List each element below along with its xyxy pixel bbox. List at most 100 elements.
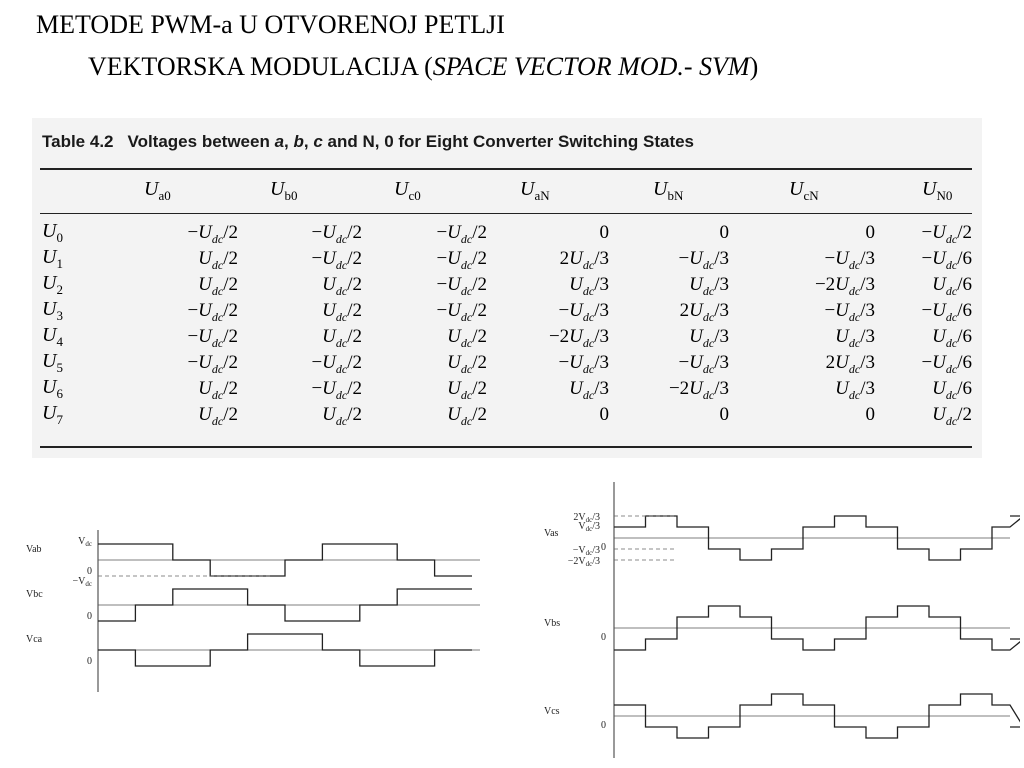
table-cell-u5-cn: 2Udc/3 <box>825 352 875 376</box>
column-header-n0: UN0 <box>922 178 953 203</box>
table-cell-u2-an: Udc/3 <box>569 274 609 298</box>
table-cell-u3-c0: −Udc/2 <box>436 300 487 324</box>
waveform-vca <box>98 633 472 667</box>
table-cell-u7-an: 0 <box>599 404 610 425</box>
table-cell-u7-b0: Udc/2 <box>322 404 362 428</box>
column-header-a0: Ua0 <box>144 178 171 203</box>
zero-label-vcs: 0 <box>601 720 606 731</box>
neg-vdc-label: −Vdc <box>73 576 92 588</box>
column-header-bn: UbN <box>653 178 684 203</box>
table-cell-u6-n0: Udc/6 <box>932 378 972 402</box>
table-cell-u6-bn: −2Udc/3 <box>668 378 729 402</box>
table-cell-u5-b0: −Udc/2 <box>311 352 362 376</box>
table-number: Table 4.2 <box>42 132 114 151</box>
table-cell-u2-bn: Udc/3 <box>689 274 729 298</box>
table-cell-u7-bn: 0 <box>719 404 730 425</box>
waveform-vcs <box>614 693 1020 739</box>
row-label-u3: U3 <box>42 298 63 323</box>
table-cell-u6-cn: Udc/3 <box>835 378 875 402</box>
label-2vdc-3: 2Vdc/3 <box>573 512 600 524</box>
table-cell-u5-bn: −Udc/3 <box>678 352 729 376</box>
table-cell-u0-b0: −Udc/2 <box>311 222 362 246</box>
column-header-c0: Uc0 <box>394 178 421 203</box>
table-cell-u0-an: 0 <box>599 222 610 243</box>
slide-title-line2: VEKTORSKA MODULACIJA (SPACE VECTOR MOD.-… <box>88 52 759 81</box>
table-cell-u7-c0: Udc/2 <box>447 404 487 428</box>
row-label-u1: U1 <box>42 246 63 271</box>
table-cell-u4-an: −2Udc/3 <box>548 326 609 350</box>
table-cell-u1-cn: −Udc/3 <box>824 248 875 272</box>
table-cell-u5-c0: Udc/2 <box>447 352 487 376</box>
table-cell-u6-an: Udc/3 <box>569 378 609 402</box>
table-cell-u1-b0: −Udc/2 <box>311 248 362 272</box>
table-cell-u4-bn: Udc/3 <box>689 326 729 350</box>
table-cell-u1-a0: Udc/2 <box>198 248 238 272</box>
column-header-an: UaN <box>520 178 550 203</box>
table-cell-u1-c0: −Udc/2 <box>436 248 487 272</box>
column-header-b0: Ub0 <box>270 178 298 203</box>
table-cell-u5-n0: −Udc/6 <box>921 352 972 376</box>
table-cell-u0-cn: 0 <box>865 222 876 243</box>
vdc-label: Vdc <box>78 536 92 548</box>
table-cell-u3-n0: −Udc/6 <box>921 300 972 324</box>
table-cell-u6-b0: −Udc/2 <box>311 378 362 402</box>
zero-label-vbc: 0 <box>87 611 92 622</box>
slide-title-line1: METODE PWM-a U OTVORENOJ PETLJI <box>36 10 505 39</box>
table-cell-u5-a0: −Udc/2 <box>187 352 238 376</box>
series-label-vas: Vas <box>544 528 559 539</box>
table-bottom-rule <box>40 446 972 448</box>
table-cell-u2-a0: Udc/2 <box>198 274 238 298</box>
table-cell-u6-c0: Udc/2 <box>447 378 487 402</box>
series-label-vcs: Vcs <box>544 706 560 717</box>
waveform-vas <box>614 515 1020 561</box>
table-cell-u2-b0: Udc/2 <box>322 274 362 298</box>
table-cell-u6-a0: Udc/2 <box>198 378 238 402</box>
label-neg-vdc-3: −Vdc/3 <box>573 545 600 557</box>
column-header-cn: UcN <box>789 178 819 203</box>
table-cell-u2-n0: Udc/6 <box>932 274 972 298</box>
row-label-u0: U0 <box>42 220 63 245</box>
zero-label-vca: 0 <box>87 656 92 667</box>
table-cell-u3-a0: −Udc/2 <box>187 300 238 324</box>
table-cell-u3-an: −Udc/3 <box>558 300 609 324</box>
table-cell-u4-n0: Udc/6 <box>932 326 972 350</box>
table-cell-u2-cn: −2Udc/3 <box>814 274 875 298</box>
table-cell-u4-cn: Udc/3 <box>835 326 875 350</box>
table-cell-u1-n0: −Udc/6 <box>921 248 972 272</box>
waveform-vab <box>98 543 472 577</box>
zero-label-vbs: 0 <box>601 632 606 643</box>
zero-label-vas: 0 <box>601 542 606 553</box>
label-neg-2vdc-3: −2Vdc/3 <box>568 556 600 568</box>
row-label-u6: U6 <box>42 376 63 401</box>
table-cell-u7-n0: Udc/2 <box>932 404 972 428</box>
series-label-vbs: Vbs <box>544 618 560 629</box>
table-cell-u4-c0: Udc/2 <box>447 326 487 350</box>
row-label-u7: U7 <box>42 402 63 427</box>
table-cell-u2-c0: −Udc/2 <box>436 274 487 298</box>
series-label-vca: Vca <box>26 634 43 645</box>
row-label-u4: U4 <box>42 324 63 349</box>
waveform-vbs <box>614 605 1020 651</box>
table-cell-u1-bn: −Udc/3 <box>678 248 729 272</box>
table-header-rule <box>40 213 972 214</box>
table-cell-u4-a0: −Udc/2 <box>187 326 238 350</box>
table-top-rule <box>40 168 972 170</box>
series-label-vab: Vab <box>26 544 42 555</box>
table-cell-u0-c0: −Udc/2 <box>436 222 487 246</box>
table-cell-u7-cn: 0 <box>865 404 876 425</box>
series-label-vbc: Vbc <box>26 589 43 600</box>
row-label-u2: U2 <box>42 272 63 297</box>
table-cell-u1-an: 2Udc/3 <box>559 248 609 272</box>
waveform-vbc <box>98 588 472 622</box>
table-cell-u4-b0: Udc/2 <box>322 326 362 350</box>
table-cell-u3-b0: Udc/2 <box>322 300 362 324</box>
table-cell-u7-a0: Udc/2 <box>198 404 238 428</box>
table-cell-u5-an: −Udc/3 <box>558 352 609 376</box>
zero-label-vab: 0 <box>87 566 92 577</box>
table-cell-u0-n0: −Udc/2 <box>921 222 972 246</box>
table-cell-u0-bn: 0 <box>719 222 730 243</box>
label-vdc-3: Vdc/3 <box>578 521 600 533</box>
